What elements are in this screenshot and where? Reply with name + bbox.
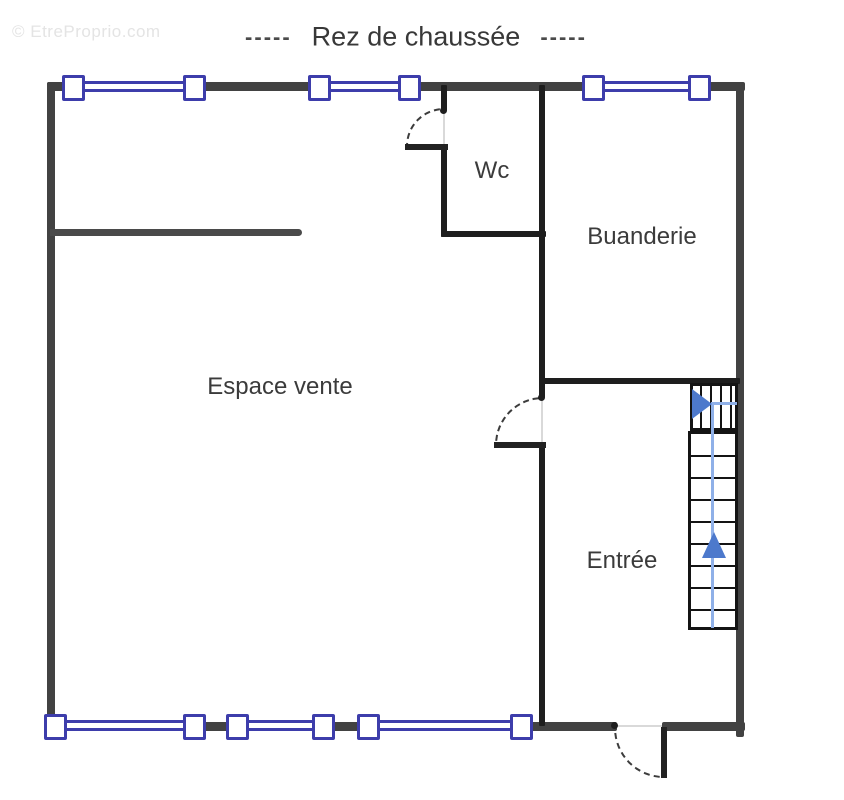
window-top-1	[70, 81, 197, 92]
front-door-swing-arc	[614, 728, 664, 778]
stair-direction-line-horizontal	[711, 402, 737, 405]
window-mullion	[44, 714, 67, 740]
entree-door-leaf	[494, 442, 546, 448]
stair-direction-arrow-up-icon	[702, 532, 726, 558]
stair-tread	[730, 386, 732, 428]
window-mullion	[226, 714, 249, 740]
front-door-leaf	[661, 727, 667, 778]
wc-door-hinge	[440, 107, 447, 114]
room-label-entree: Entrée	[586, 547, 658, 574]
central-dividing-wall-upper	[539, 85, 545, 398]
buanderie-entree-dividing-wall	[542, 378, 740, 384]
central-dividing-wall-lower	[539, 445, 545, 726]
window-top-3	[592, 81, 698, 92]
exterior-wall-left	[47, 82, 55, 737]
front-door-hinge	[611, 722, 618, 729]
room-label-espace-vente: Espace vente	[207, 373, 353, 400]
window-mullion	[308, 75, 331, 101]
exterior-wall-right	[736, 82, 744, 737]
window-bottom-3	[367, 720, 520, 731]
room-label-buanderie: Buanderie	[587, 223, 697, 250]
window-top-2	[318, 81, 410, 92]
exterior-wall-bottom-right-segment	[662, 722, 745, 731]
window-mullion	[510, 714, 533, 740]
window-mullion	[183, 714, 206, 740]
stair-direction-line-vertical	[711, 404, 714, 628]
wc-bottom-wall	[441, 231, 546, 237]
wc-door-jamb-wall	[441, 85, 447, 111]
window-mullion	[582, 75, 605, 101]
wc-door-swing-arc	[406, 108, 444, 146]
window-bottom-2	[236, 720, 324, 731]
stair-direction-arrow-right-icon	[692, 389, 712, 419]
window-mullion	[357, 714, 380, 740]
wc-door-leaf	[405, 144, 448, 150]
espace-vente-partition-wall	[50, 229, 302, 236]
title-dashes-right: -----	[540, 24, 587, 49]
title-dashes-left: -----	[245, 24, 292, 49]
window-mullion	[688, 75, 711, 101]
entree-door-swing-arc	[495, 397, 543, 445]
floor-title: ----- Rez de chaussée -----	[245, 22, 587, 53]
window-mullion	[312, 714, 335, 740]
window-mullion	[183, 75, 206, 101]
window-bottom-1	[55, 720, 195, 731]
wc-left-wall	[441, 146, 447, 237]
front-door-threshold	[617, 725, 662, 727]
window-mullion	[398, 75, 421, 101]
watermark: © EtreProprio.com	[12, 22, 161, 41]
window-mullion	[62, 75, 85, 101]
entree-door-hinge	[538, 394, 545, 401]
stair-tread	[720, 386, 722, 428]
wc-door-threshold	[443, 111, 445, 146]
room-label-wc: Wc	[474, 157, 510, 184]
floor-title-text: Rez de chaussée	[311, 21, 521, 52]
